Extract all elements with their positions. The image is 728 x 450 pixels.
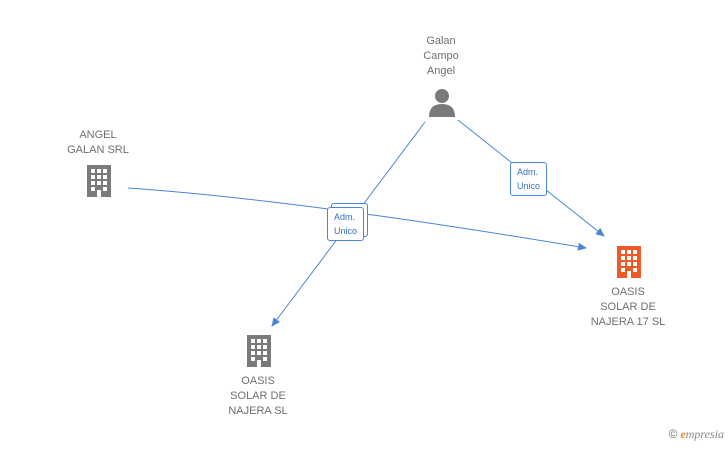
node-label-oasis-17: OASIS SOLAR DE NAJERA 17 SL (590, 286, 666, 328)
building-icon[interactable] (243, 334, 275, 368)
edge-label-center[interactable]: Adm. Unico (327, 207, 365, 241)
brand-e-letter: e (680, 427, 686, 441)
node-label-angel-galan: ANGEL GALAN SRL (67, 129, 129, 156)
building-icon[interactable] (613, 245, 645, 279)
brand-logo: © empresia (669, 427, 724, 442)
node-label-oasis: OASIS SOLAR DE NAJERA SL (228, 375, 288, 417)
copyright-icon: © (668, 427, 678, 441)
building-icon[interactable] (83, 164, 115, 198)
edge-label-right[interactable]: Adm. Unico (510, 162, 548, 196)
person-icon[interactable] (427, 88, 457, 118)
brand-name: mpresia (685, 427, 724, 441)
node-label-person: Galan Campo Angel (423, 35, 459, 77)
